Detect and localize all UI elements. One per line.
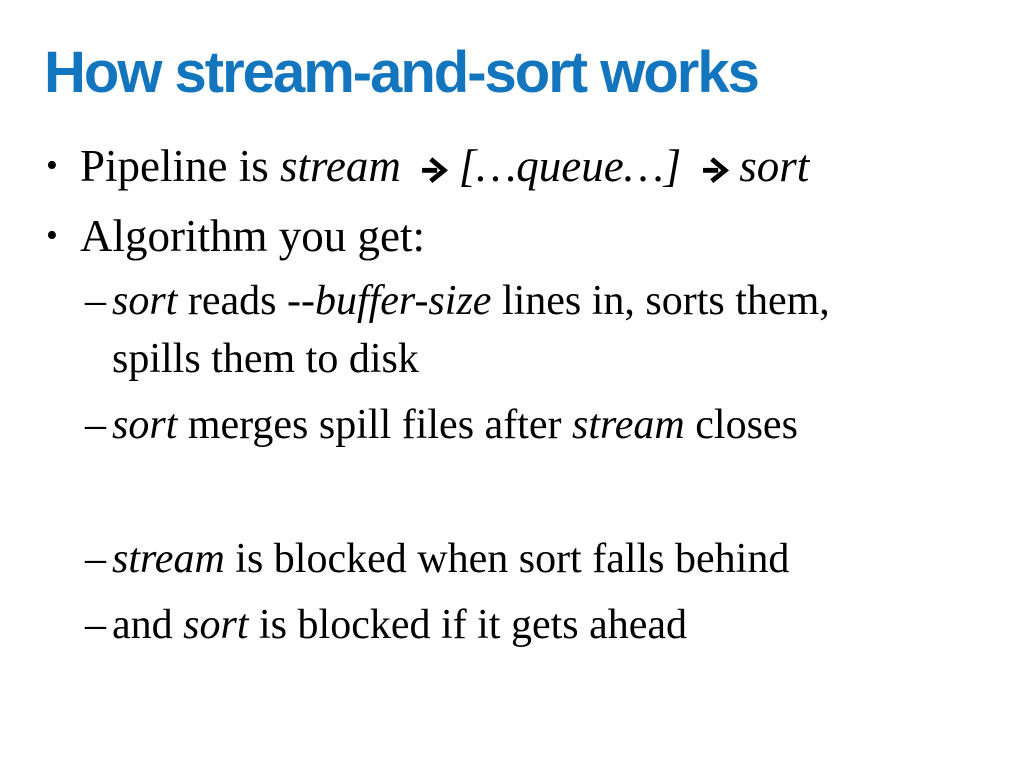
- text: Algorithm you get:: [80, 210, 425, 261]
- bullet-item: –stream is blocked when sort falls behin…: [85, 530, 1010, 588]
- bullet-item: –sort reads --buffer-size lines in, sort…: [85, 272, 1010, 388]
- text-line: stream is blocked when sort falls behind: [112, 530, 1010, 588]
- italic-text: sort: [112, 277, 178, 324]
- bullet-spacer: [85, 462, 1010, 522]
- text: merges spill files after: [177, 401, 572, 448]
- bullet-item: • Pipeline is stream […queue…] sort: [44, 134, 1010, 198]
- text: Pipeline is: [80, 140, 280, 191]
- italic-text: […queue…]: [458, 140, 693, 191]
- text: lines in, sorts them,: [491, 277, 830, 324]
- bullet-item: • Algorithm you get:: [44, 204, 1010, 268]
- bullet-item: –sort merges spill files after stream cl…: [85, 396, 1010, 454]
- italic-text: sort: [183, 601, 249, 648]
- text: reads: [177, 277, 287, 324]
- italic-text: --buffer-size: [286, 277, 492, 324]
- italic-text: stream: [571, 401, 685, 448]
- italic-text: stream: [280, 140, 413, 191]
- text: spills them to disk: [112, 335, 419, 382]
- text-line: and sort is blocked if it gets ahead: [112, 596, 1010, 654]
- text-line: Algorithm you get:: [80, 204, 1010, 268]
- text: is blocked when sort falls behind: [224, 535, 790, 582]
- dash-marker: –: [85, 401, 106, 448]
- dash-marker: –: [85, 277, 106, 324]
- bullet-dot-marker: •: [46, 146, 58, 184]
- arrow-right-icon: [420, 155, 450, 184]
- text-line: sort reads --buffer-size lines in, sorts…: [112, 272, 1010, 330]
- italic-text: sort: [112, 401, 178, 448]
- slide-title: How stream-and-sort works: [44, 40, 760, 105]
- text-line: Pipeline is stream […queue…] sort: [80, 134, 1010, 198]
- arrow-right-icon: [701, 155, 731, 184]
- bullet-item: –and sort is blocked if it gets ahead: [85, 596, 1010, 654]
- bullet-list: • Pipeline is stream […queue…] sort • Algor…: [44, 134, 1010, 654]
- text-line: spills them to disk: [112, 330, 1010, 388]
- italic-text: stream: [112, 535, 225, 582]
- text: is blocked if it gets ahead: [248, 601, 688, 648]
- bullet-dot-marker: •: [46, 216, 58, 254]
- text-line: sort merges spill files after stream clo…: [112, 396, 1010, 454]
- dash-marker: –: [85, 535, 106, 582]
- text: and: [112, 601, 184, 648]
- italic-text: sort: [739, 140, 810, 191]
- text: closes: [684, 401, 798, 448]
- dash-marker: –: [85, 601, 106, 648]
